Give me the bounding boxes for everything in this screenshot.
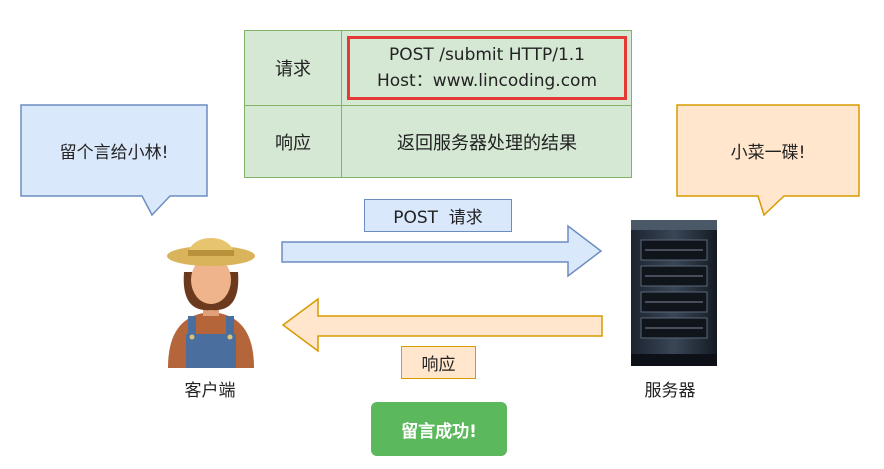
table-divider-vertical bbox=[341, 31, 342, 177]
request-label: 请求 bbox=[275, 59, 311, 80]
response-arrow bbox=[281, 297, 603, 353]
client-speech-bubble: 留个言给小林! bbox=[20, 104, 210, 217]
client-person-icon bbox=[167, 238, 255, 368]
server-caption: 服务器 bbox=[644, 381, 696, 401]
request-arrow-label: POST 请求 bbox=[364, 199, 512, 232]
response-value: 返回服务器处理的结果 bbox=[397, 133, 577, 154]
request-host: Host：www.lincoding.com bbox=[376, 71, 598, 91]
server-bubble-shape bbox=[676, 104, 860, 217]
request-line: POST /submit HTTP/1.1 bbox=[389, 45, 585, 65]
server-speech-bubble: 小菜一碟! bbox=[676, 104, 862, 217]
success-button[interactable]: 留言成功! bbox=[371, 402, 507, 456]
request-arrow bbox=[281, 224, 603, 278]
table-divider-horizontal bbox=[245, 105, 631, 106]
response-label: 响应 bbox=[275, 133, 311, 154]
server-rack-icon bbox=[631, 220, 717, 366]
client-bubble-text: 留个言给小林! bbox=[59, 142, 169, 163]
client-caption: 客户端 bbox=[184, 381, 236, 401]
server-bubble-text: 小菜一碟! bbox=[730, 142, 806, 163]
response-arrow-label: 响应 bbox=[401, 346, 476, 379]
http-message-table: 请求 POST /submit HTTP/1.1 Host：www.lincod… bbox=[244, 30, 632, 178]
request-value-highlight: POST /submit HTTP/1.1 Host：www.lincoding… bbox=[347, 36, 627, 100]
client-bubble-shape bbox=[20, 104, 208, 217]
